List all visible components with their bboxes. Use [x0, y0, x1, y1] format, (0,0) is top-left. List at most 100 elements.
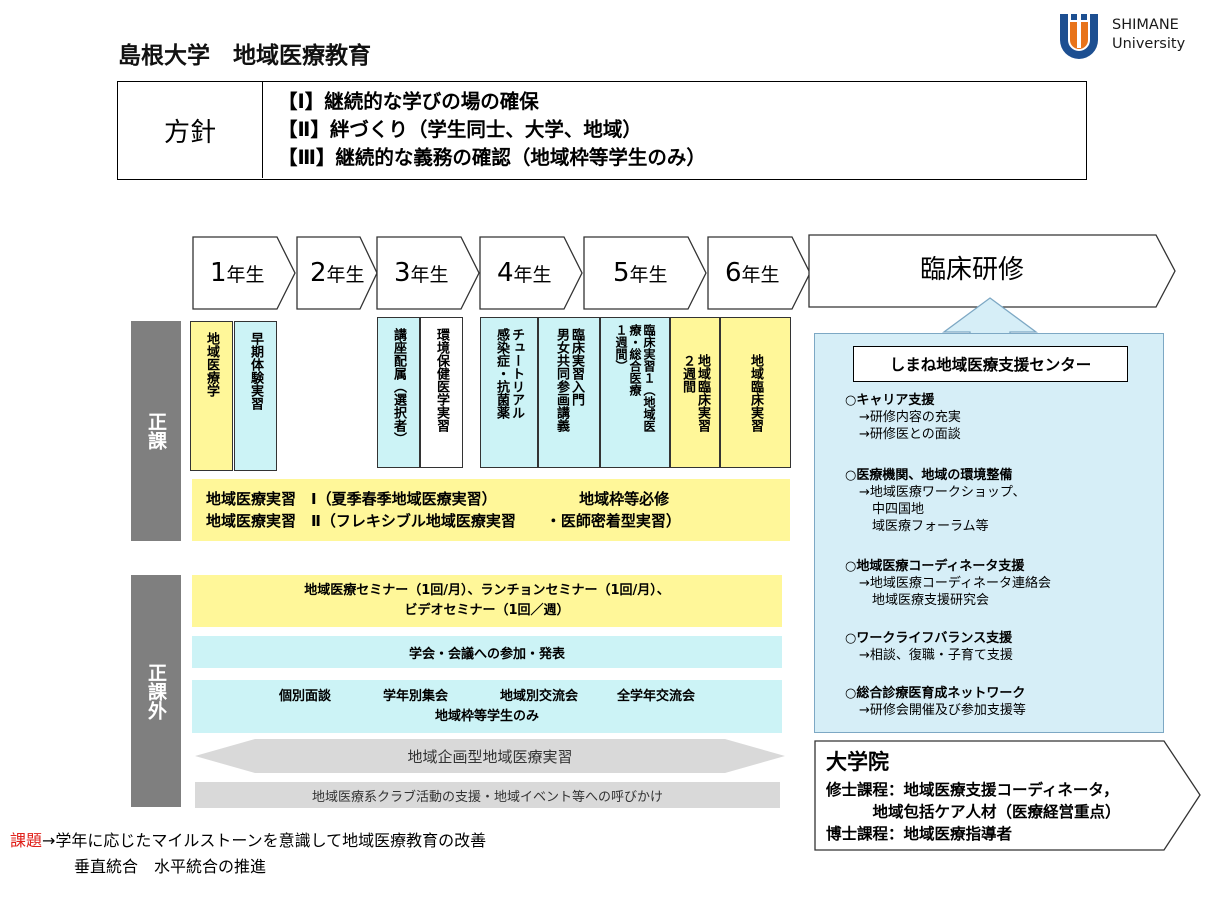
support-center-title: しまね地域医療支援センター — [853, 346, 1128, 382]
center-item-environment: ○医療機関、地域の環境整備 →地域医療ワークショップ、 中四国地 域医療フォーラ… — [845, 467, 1026, 535]
center-item-coordinator: ○地域医療コーディネータ支援 →地域医療コーディネータ連絡会 地域医療支援研究会 — [845, 558, 1051, 609]
policy-item-3: 【Ⅲ】継続的な義務の確認（地域枠等学生のみ） — [278, 146, 706, 169]
graduate-line-2: 地域包括ケア人材（医療経営重点） — [826, 803, 1121, 821]
planning-text: 地域企画型地域医療実習 — [407, 747, 573, 766]
center-item-career-sub-2: →研修医との面談 — [859, 427, 961, 442]
year-2-arrow: 2年生 — [296, 236, 378, 310]
center-item-career-head: ○キャリア支援 — [845, 393, 935, 408]
center-item-coordinator-head: ○地域医療コーディネータ支援 — [845, 559, 1025, 574]
shimane-university-logo-icon — [1060, 14, 1098, 59]
planning-band-shape — [195, 739, 785, 773]
issue-note: 課題→学年に応じたマイルストーンを意識して地域医療教育の改善 垂直統合 水平統合… — [10, 828, 486, 880]
community-practice-line-1: 地域医療実習 Ⅰ（夏季春季地域医療実習） 地域枠等必修 — [206, 490, 670, 508]
club-band: 地域医療系クラブ活動の支援・地域イベント等への呼びかけ — [195, 782, 780, 808]
clinical-training-arrow: 臨床研修 — [808, 234, 1176, 308]
year-6-suffix: 年生 — [741, 264, 780, 286]
col-community-clinical-text: 地域臨床実習 — [748, 354, 763, 432]
center-item-network-head: ○総合診療医育成ネットワーク — [845, 686, 1026, 701]
community-practice-line-2: 地域医療実習 Ⅱ（フレキシブル地域医療実習 ・医師密着型実習） — [206, 512, 681, 530]
year-2-suffix: 年生 — [326, 264, 365, 286]
support-center-panel — [814, 333, 1164, 733]
issue-line-2: 垂直統合 水平統合の推進 — [10, 857, 267, 876]
meetings-band: 個別面談 学年別集会 地域別交流会 全学年交流会 地域枠等学生のみ — [192, 680, 782, 733]
clinical-training-label: 臨床研修 — [919, 254, 1024, 285]
year-2-num: 2 — [310, 258, 327, 288]
center-item-work-life: ○ワークライフバランス支援 →相談、復職・子育て支援 — [845, 630, 1013, 664]
center-item-career-sub-1: →研修内容の充実 — [859, 410, 961, 425]
year-3-arrow: 3年生 — [376, 236, 480, 310]
center-item-environment-head: ○医療機関、地域の環境整備 — [845, 468, 1013, 483]
year-4-num: 4 — [497, 258, 514, 288]
club-text: 地域医療系クラブ活動の支援・地域イベント等への呼びかけ — [311, 789, 663, 805]
col-community-clinical-2w: 地域臨床実習 ２週間 — [670, 317, 720, 468]
col-clinical-intro-text: 臨床実習入門 男女共同参画講義 — [554, 328, 584, 432]
policy-label: 方針 — [118, 82, 263, 178]
center-item-work-life-sub-1: →相談、復職・子育て支援 — [859, 648, 1013, 663]
col-tutorial: チュートリアル 感染症・抗菌薬 — [480, 317, 538, 468]
col-early-exposure: 早期体験実習 — [234, 321, 277, 471]
graduate-line-3: 博士課程：地域医療指導者 — [826, 825, 1013, 843]
year-3-num: 3 — [394, 258, 411, 288]
col-community-clinical-2w-text: 地域臨床実習 ２週間 — [680, 354, 710, 432]
logo-line-1: SHIMANE — [1112, 17, 1179, 33]
seminar-line-2: ビデオセミナー（1回／週） — [404, 603, 570, 618]
center-item-career: ○キャリア支援 →研修内容の充実 →研修医との面談 — [845, 392, 961, 443]
col-tutorial-text: チュートリアル 感染症・抗菌薬 — [494, 328, 524, 419]
graduate-lines: 修士課程：地域医療支援コーディネータ， 地域包括ケア人材（医療経営重点） 博士課… — [826, 779, 1121, 845]
seminar-band: 地域医療セミナー（1回/月）、ランチョンセミナー（1回/月）、 ビデオセミナー（… — [192, 575, 782, 627]
col-clinical-1-text: 臨床実習１（地域医 療・総合医療 １週間） — [614, 324, 656, 432]
col-community-clinical: 地域臨床実習 — [720, 317, 791, 468]
center-item-environment-sub-2: 中四国地 — [859, 502, 925, 517]
year-4-suffix: 年生 — [513, 264, 552, 286]
year-4-arrow: 4年生 — [479, 236, 583, 310]
graduate-line-1: 修士課程：地域医療支援コーディネータ， — [826, 781, 1119, 799]
curriculum-tab: 正課 — [131, 321, 181, 541]
seminar-line-1: 地域医療セミナー（1回/月）、ランチョンセミナー（1回/月）、 — [304, 583, 670, 598]
extracurricular-label: 正課外 — [145, 662, 167, 720]
policy-item-1: 【Ⅰ】継続的な学びの場の確保 — [278, 90, 539, 113]
center-item-environment-sub-3: 域医療フォーラム等 — [859, 519, 989, 534]
center-item-work-life-head: ○ワークライフバランス支援 — [845, 631, 1013, 646]
col-clinical-1: 臨床実習１（地域医 療・総合医療 １週間） — [600, 317, 670, 468]
year-1-arrow: 1年生 — [192, 236, 296, 310]
year-1-num: 1 — [210, 258, 227, 288]
extracurricular-tab: 正課外 — [131, 575, 181, 807]
year-5-num: 5 — [613, 258, 630, 288]
graduate-shape — [814, 740, 1201, 851]
center-item-network-sub-1: →研修会開催及び参加支援等 — [859, 703, 1026, 718]
policy-items: 【Ⅰ】継続的な学びの場の確保 【Ⅱ】絆づくり（学生同士、大学、地域） 【Ⅲ】継続… — [278, 88, 706, 172]
year-6-arrow: 6年生 — [707, 236, 811, 310]
issue-label: 課題 — [10, 831, 43, 850]
conference-band: 学会・会議への参加・発表 — [192, 636, 782, 668]
col-early-exposure-text: 早期体験実習 — [248, 332, 263, 410]
year-5-suffix: 年生 — [629, 264, 668, 286]
graduate-title: 大学院 — [826, 750, 889, 774]
year-3-suffix: 年生 — [410, 264, 449, 286]
meetings-line-1: 個別面談 学年別集会 地域別交流会 全学年交流会 — [278, 688, 695, 704]
col-lab-assignment-text: 講座配属（選択者） — [391, 328, 406, 445]
col-clinical-intro: 臨床実習入門 男女共同参画講義 — [538, 317, 600, 468]
col-env-health-text: 環境保健医学実習 — [434, 328, 449, 432]
curriculum-label: 正課 — [145, 412, 167, 450]
meetings-line-2: 地域枠等学生のみ — [434, 708, 539, 724]
conference-text: 学会・会議への参加・発表 — [408, 646, 565, 662]
logo-line-2: University — [1112, 36, 1186, 52]
col-community-medicine: 地域医療学 — [190, 321, 233, 471]
page-title: 島根大学 地域医療教育 — [118, 43, 371, 69]
center-item-network: ○総合診療医育成ネットワーク →研修会開催及び参加支援等 — [845, 685, 1026, 719]
policy-box: 方針 【Ⅰ】継続的な学びの場の確保 【Ⅱ】絆づくり（学生同士、大学、地域） 【Ⅲ… — [117, 81, 1087, 180]
center-item-coordinator-sub-1: →地域医療コーディネータ連絡会 — [859, 576, 1051, 591]
issue-line-1: →学年に応じたマイルストーンを意識して地域医療教育の改善 — [42, 831, 487, 850]
policy-item-2: 【Ⅱ】絆づくり（学生同士、大学、地域） — [278, 118, 642, 141]
center-item-coordinator-sub-2: 地域医療支援研究会 — [859, 593, 990, 608]
year-6-num: 6 — [725, 258, 742, 288]
community-practice-band: 地域医療実習 Ⅰ（夏季春季地域医療実習） 地域枠等必修 地域医療実習 Ⅱ（フレキ… — [192, 479, 790, 541]
col-env-health: 環境保健医学実習 — [420, 317, 463, 468]
logo-text: SHIMANE University — [1112, 16, 1185, 54]
year-5-arrow: 5年生 — [583, 236, 707, 310]
planning-band: 地域企画型地域医療実習 — [195, 738, 785, 774]
year-1-suffix: 年生 — [226, 264, 265, 286]
col-lab-assignment: 講座配属（選択者） — [377, 317, 420, 468]
col-community-medicine-text: 地域医療学 — [204, 332, 219, 397]
center-item-environment-sub-1: →地域医療ワークショップ、 — [859, 485, 1026, 500]
